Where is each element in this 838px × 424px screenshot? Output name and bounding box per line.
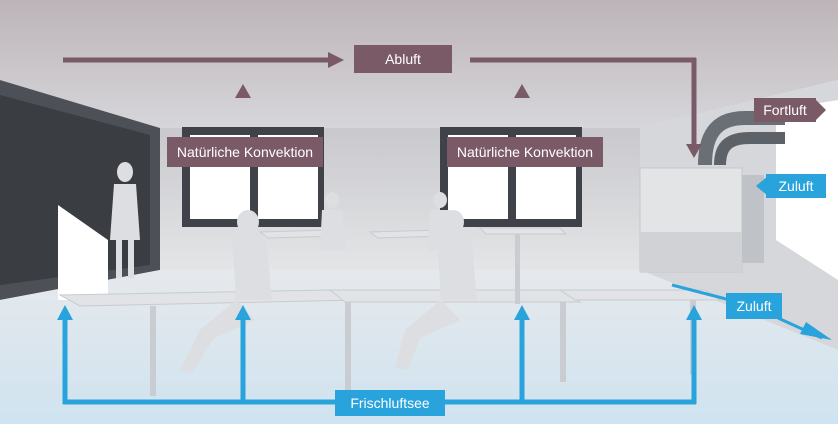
arrow-icon: [814, 98, 826, 122]
label-convection-left: Natürliche Konvektion: [167, 137, 323, 167]
label-convection-right: Natürliche Konvektion: [447, 137, 603, 167]
window-left-light: [58, 205, 108, 300]
arrow-icon: [328, 52, 344, 68]
exhaust-flow: [62, 52, 826, 188]
arrow-icon: [756, 176, 768, 196]
label-abluft: Abluft: [354, 45, 452, 73]
label-frischluftsee: Frischluftsee: [335, 390, 445, 416]
label-zuluft-floor: Zuluft: [726, 293, 782, 319]
label-fortluft: Fortluft: [754, 98, 816, 122]
floor: [0, 270, 838, 424]
arrow-icon: [235, 305, 251, 320]
arrow-icon: [57, 305, 73, 320]
arrow-icon: [686, 305, 702, 320]
arrow-icon: [686, 144, 702, 158]
arrow-icon: [514, 84, 530, 98]
ventilation-unit: [639, 111, 785, 273]
label-zuluft-unit: Zuluft: [766, 174, 826, 198]
arrow-icon: [235, 84, 251, 98]
arrow-icon: [800, 322, 832, 340]
arrow-icon: [514, 305, 530, 320]
